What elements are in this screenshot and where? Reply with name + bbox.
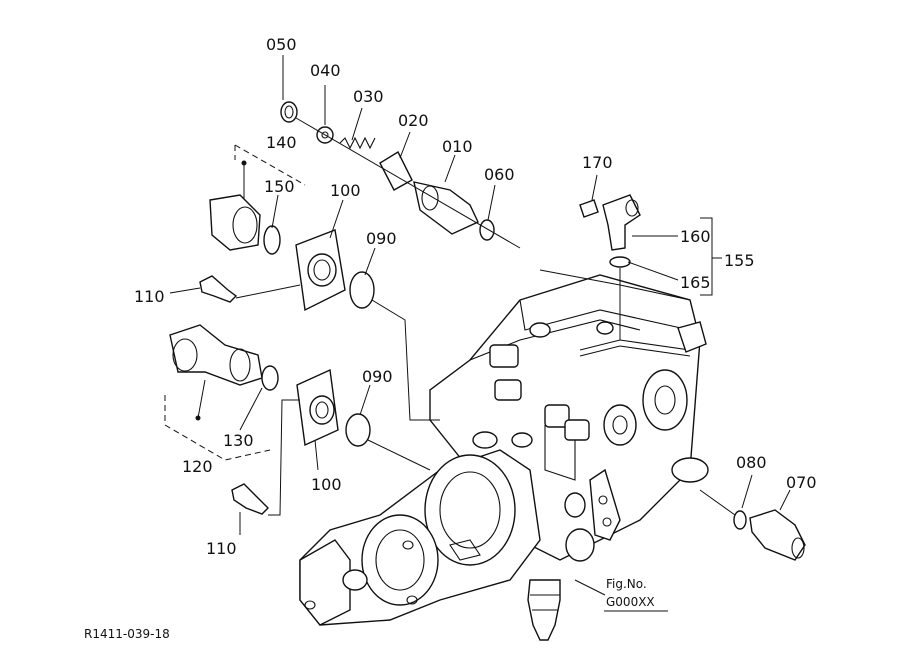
label-120: 120 [182,457,213,476]
label-090-lower: 090 [362,367,393,386]
fig-no-label: Fig.No. [606,577,647,591]
label-110-upper: 110 [134,287,165,306]
label-165: 165 [680,273,711,292]
valve-train [280,101,521,249]
label-100-lower: 100 [311,475,342,494]
label-140: 140 [266,133,297,152]
part-labels: 050 040 030 020 010 060 140 150 100 090 … [134,35,817,558]
leader-lines [169,55,791,596]
label-090-upper: 090 [366,229,397,248]
label-110-lower: 110 [206,539,237,558]
figure-reference: Fig.No. G000XX [604,577,668,612]
pump-body [299,269,709,641]
label-040: 040 [310,61,341,80]
label-070: 070 [786,473,817,492]
label-170: 170 [582,153,613,172]
label-160: 160 [680,227,711,246]
label-155: 155 [724,251,755,270]
lower-fitting-group [164,324,431,516]
label-080: 080 [736,453,767,472]
label-020: 020 [398,111,429,130]
label-050: 050 [266,35,297,54]
label-030: 030 [353,87,384,106]
drawing-code: R1411-039-18 [84,627,170,641]
fig-no-value: G000XX [606,595,655,609]
label-010: 010 [442,137,473,156]
upper-fitting-group [199,144,440,421]
right-fitting-group [699,489,806,561]
elbow-fitting-group [579,194,722,340]
label-100-upper: 100 [330,181,361,200]
label-060: 060 [484,165,515,184]
label-130: 130 [223,431,254,450]
label-150: 150 [264,177,295,196]
